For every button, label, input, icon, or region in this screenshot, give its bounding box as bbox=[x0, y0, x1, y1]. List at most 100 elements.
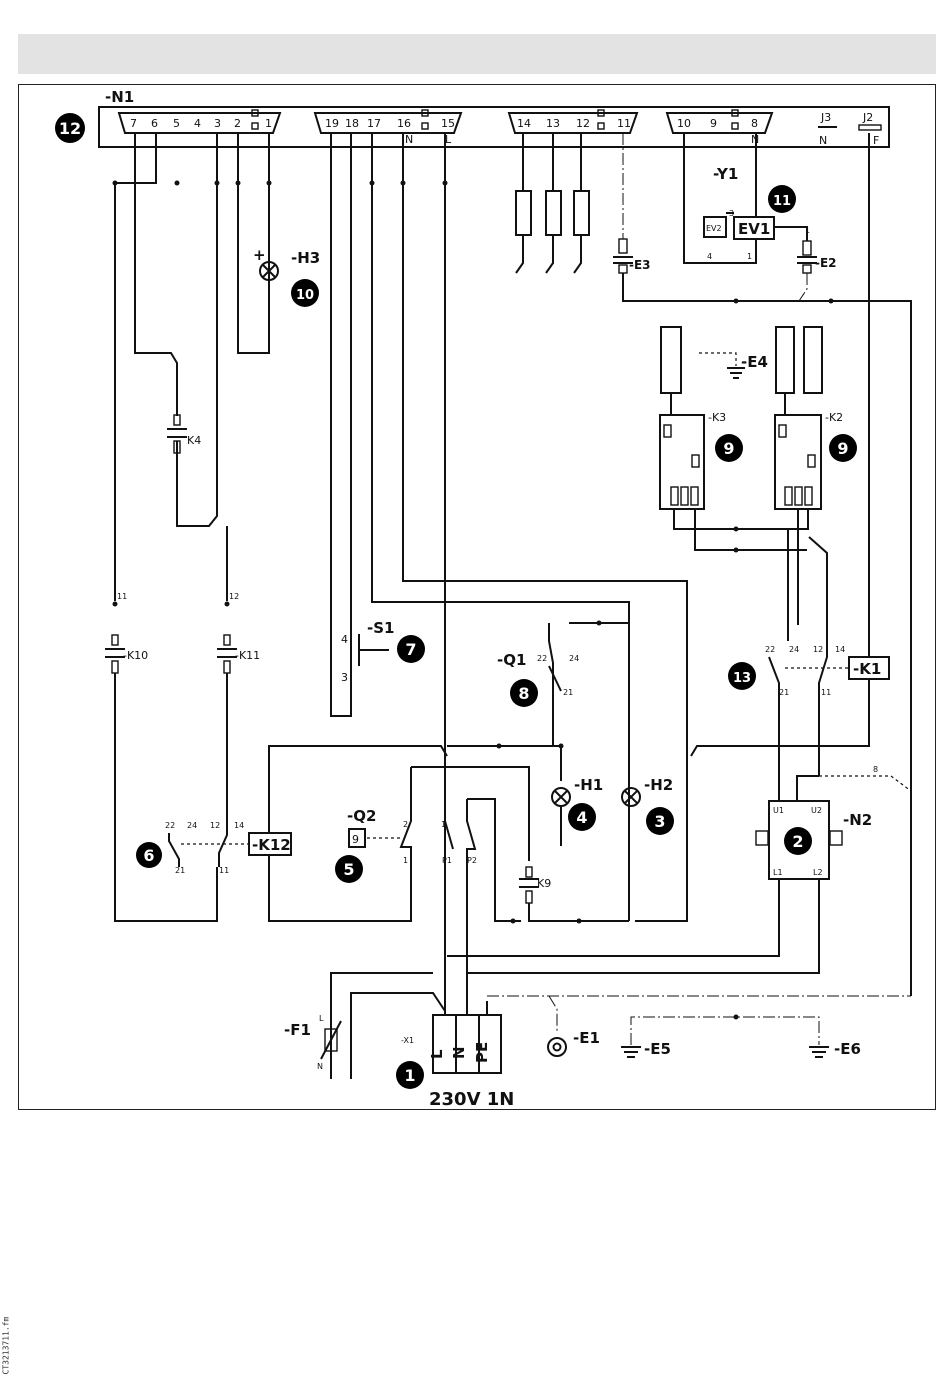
ground-e1: -E1 bbox=[547, 995, 600, 1057]
pin-label: 16 bbox=[397, 117, 411, 130]
svg-text:3: 3 bbox=[341, 671, 348, 684]
svg-text:12: 12 bbox=[229, 592, 239, 601]
svg-text:L: L bbox=[319, 1014, 324, 1023]
callout-9a: 9 bbox=[715, 434, 743, 462]
callout-4: 4 bbox=[568, 803, 596, 831]
lamp-h2: -H2 bbox=[621, 776, 673, 807]
svg-text:+: + bbox=[253, 246, 266, 264]
ground-e5-e6: -E5 -E6 bbox=[621, 1014, 861, 1058]
callout-9b: 9 bbox=[829, 434, 857, 462]
k4-label: K4 bbox=[187, 434, 201, 447]
pin-label: 19 bbox=[325, 117, 339, 130]
lamp-h3: + -H3 bbox=[253, 246, 320, 281]
pin-label: 15 bbox=[441, 117, 455, 130]
svg-text:12: 12 bbox=[813, 645, 823, 654]
wiring-diagram: -N1 7 6 5 4 3 2 1 19 18 17 16 15 N L 14 … bbox=[18, 84, 936, 1110]
callout-2: 2 bbox=[784, 827, 812, 855]
svg-text:11: 11 bbox=[219, 866, 229, 875]
svg-text:24: 24 bbox=[569, 654, 579, 663]
supply-label: 230V 1N bbox=[429, 1089, 514, 1109]
ground-e4: -E4 bbox=[699, 352, 768, 379]
svg-text:12: 12 bbox=[59, 119, 81, 138]
pin-label: 4 bbox=[194, 117, 201, 130]
margin-code: CT3213711.fm bbox=[1, 1316, 11, 1375]
svg-text:21: 21 bbox=[175, 866, 185, 875]
left-wiring bbox=[112, 133, 272, 922]
pin-label: 18 bbox=[345, 117, 359, 130]
pin-label: 12 bbox=[576, 117, 590, 130]
x1-label: -X1 bbox=[401, 1036, 414, 1045]
probe-e2: -E2 bbox=[797, 240, 837, 302]
svg-text:9: 9 bbox=[723, 439, 734, 458]
svg-text:U2: U2 bbox=[811, 806, 822, 815]
svg-text:24: 24 bbox=[789, 645, 799, 654]
controller-label: -N1 bbox=[105, 88, 134, 106]
svg-text:L: L bbox=[428, 1049, 446, 1059]
pin-label: 9 bbox=[710, 117, 717, 130]
pin-label: 13 bbox=[546, 117, 560, 130]
svg-text:21: 21 bbox=[779, 688, 789, 697]
svg-text:12: 12 bbox=[210, 821, 220, 830]
svg-text:7: 7 bbox=[405, 640, 416, 659]
svg-text:4: 4 bbox=[576, 808, 587, 827]
callout-13: 13 bbox=[728, 662, 756, 690]
svg-text:1: 1 bbox=[404, 1066, 415, 1085]
terminal-x1: L N PE -X1 230V 1N bbox=[401, 995, 911, 1109]
contact-k11: 12 -K11 bbox=[217, 592, 260, 674]
svg-text:N: N bbox=[450, 1046, 468, 1059]
svg-text:1: 1 bbox=[441, 820, 446, 829]
svg-text:1: 1 bbox=[403, 856, 408, 865]
y1-label: -Y1 bbox=[713, 165, 738, 183]
f1-label: -F1 bbox=[284, 1021, 311, 1039]
svg-text:14: 14 bbox=[234, 821, 244, 830]
svg-text:1: 1 bbox=[747, 252, 752, 261]
callout-12: 12 bbox=[55, 113, 85, 143]
n2-label: -N2 bbox=[843, 811, 872, 829]
k11-label: -K11 bbox=[235, 649, 260, 662]
pin-label: 2 bbox=[234, 117, 241, 130]
svg-text:22: 22 bbox=[165, 821, 175, 830]
callout-10: 10 bbox=[291, 279, 319, 307]
svg-text:5: 5 bbox=[343, 860, 354, 879]
module-n2: U1 U2 L1 L2 -N2 8 bbox=[447, 765, 912, 974]
svg-text:11: 11 bbox=[773, 194, 791, 209]
h2-label: -H2 bbox=[644, 776, 673, 794]
e3-label: -E3 bbox=[629, 258, 651, 272]
svg-text:8: 8 bbox=[873, 765, 878, 774]
relay-k3: -K3 bbox=[659, 326, 726, 510]
svg-text:U1: U1 bbox=[773, 806, 784, 815]
relay-k12: 22 24 12 14 21 11 -K12 bbox=[165, 821, 292, 875]
callout-1: 1 bbox=[396, 1061, 424, 1089]
lamp-h1: -H1 bbox=[551, 776, 603, 846]
pin-label: 17 bbox=[367, 117, 381, 130]
pin-label: N bbox=[819, 134, 827, 147]
svg-text:L2: L2 bbox=[813, 868, 823, 877]
header-band bbox=[18, 34, 936, 74]
pin-label: 5 bbox=[173, 117, 180, 130]
fuse-f1: -F1 L N bbox=[284, 972, 446, 1079]
callout-6: 6 bbox=[136, 842, 162, 868]
svg-text:11: 11 bbox=[821, 688, 831, 697]
e6-label: -E6 bbox=[834, 1040, 861, 1058]
switch-q1: 22 24 21 -Q1 bbox=[497, 651, 579, 697]
svg-text:22: 22 bbox=[537, 654, 547, 663]
k1-label: -K1 bbox=[853, 660, 881, 678]
controller-n1: -N1 7 6 5 4 3 2 1 19 18 17 16 15 N L 14 … bbox=[98, 88, 890, 148]
e4-label: -E4 bbox=[741, 353, 768, 371]
h1-label: -H1 bbox=[574, 776, 603, 794]
switch-s1: 4 3 -S1 bbox=[341, 619, 394, 684]
svg-text:4: 4 bbox=[707, 252, 712, 261]
svg-text:4: 4 bbox=[341, 633, 348, 646]
pin-label: 11 bbox=[617, 117, 631, 130]
pin-label: 6 bbox=[151, 117, 158, 130]
switch-q2: 9 2 1 1 P1 P2 -Q2 bbox=[347, 766, 530, 1001]
probe-e3: -E3 bbox=[613, 133, 912, 996]
svg-text:9: 9 bbox=[352, 833, 359, 846]
svg-text:3: 3 bbox=[654, 812, 665, 831]
svg-text:PE: PE bbox=[473, 1042, 491, 1063]
svg-text:14: 14 bbox=[835, 645, 845, 654]
k12-label: -K12 bbox=[252, 836, 291, 854]
resistor-bank bbox=[515, 133, 590, 274]
pin-label: 14 bbox=[517, 117, 531, 130]
svg-text:10: 10 bbox=[296, 288, 314, 303]
